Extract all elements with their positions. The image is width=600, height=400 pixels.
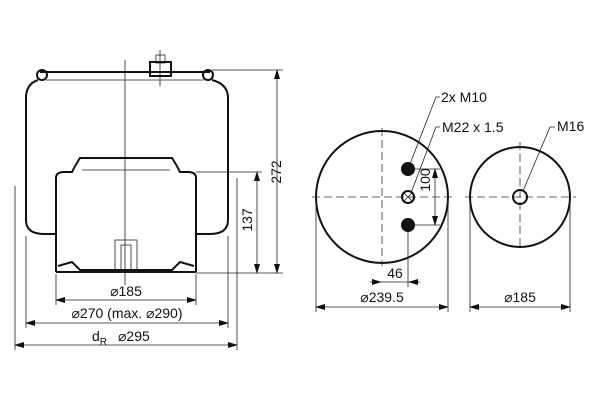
crimp-left bbox=[36, 69, 48, 81]
label-thread: M16 bbox=[557, 118, 584, 134]
dim-roll-dia: ⌀295 bbox=[118, 328, 150, 344]
dim-height-piston: 137 bbox=[239, 208, 255, 232]
dim-offset: 46 bbox=[387, 265, 403, 281]
bellows-left bbox=[25, 79, 55, 235]
air-port bbox=[401, 190, 415, 204]
crimp-right bbox=[202, 69, 214, 81]
piston bbox=[55, 157, 197, 272]
bellows-right bbox=[197, 79, 229, 235]
piston-base bbox=[57, 260, 195, 271]
dim-plate-dia: ⌀239.5 bbox=[360, 289, 404, 305]
leader-air-port bbox=[410, 126, 440, 194]
leader-bolts bbox=[409, 96, 440, 165]
dim-piston-dia: ⌀185 bbox=[110, 283, 142, 299]
dim-bellows-dia: ⌀270 (max. ⌀290) bbox=[71, 305, 182, 321]
stud-nut bbox=[149, 61, 172, 77]
stud bbox=[155, 54, 166, 64]
side-view: 272 137 ⌀185 ⌀270 (max. ⌀290) dR ⌀295 bbox=[14, 50, 284, 350]
bolt-hole-upper bbox=[401, 162, 415, 176]
leader-thread bbox=[522, 126, 555, 192]
top-view: 2x M10 M22 x 1.5 100 46 ⌀239.5 bbox=[312, 89, 504, 312]
threaded-hole bbox=[512, 189, 528, 205]
label-bolts: 2x M10 bbox=[441, 89, 487, 105]
bottom-view: M16 ⌀185 bbox=[465, 118, 584, 312]
dim-hole-spacing: 100 bbox=[417, 168, 433, 192]
label-air-port: M22 x 1.5 bbox=[442, 119, 504, 135]
dim-height-total: 272 bbox=[268, 160, 284, 184]
bolt-hole-lower bbox=[401, 218, 415, 232]
dim-base-dia: ⌀185 bbox=[504, 289, 536, 305]
dim-roll-dia-prefix: dR bbox=[92, 328, 107, 348]
